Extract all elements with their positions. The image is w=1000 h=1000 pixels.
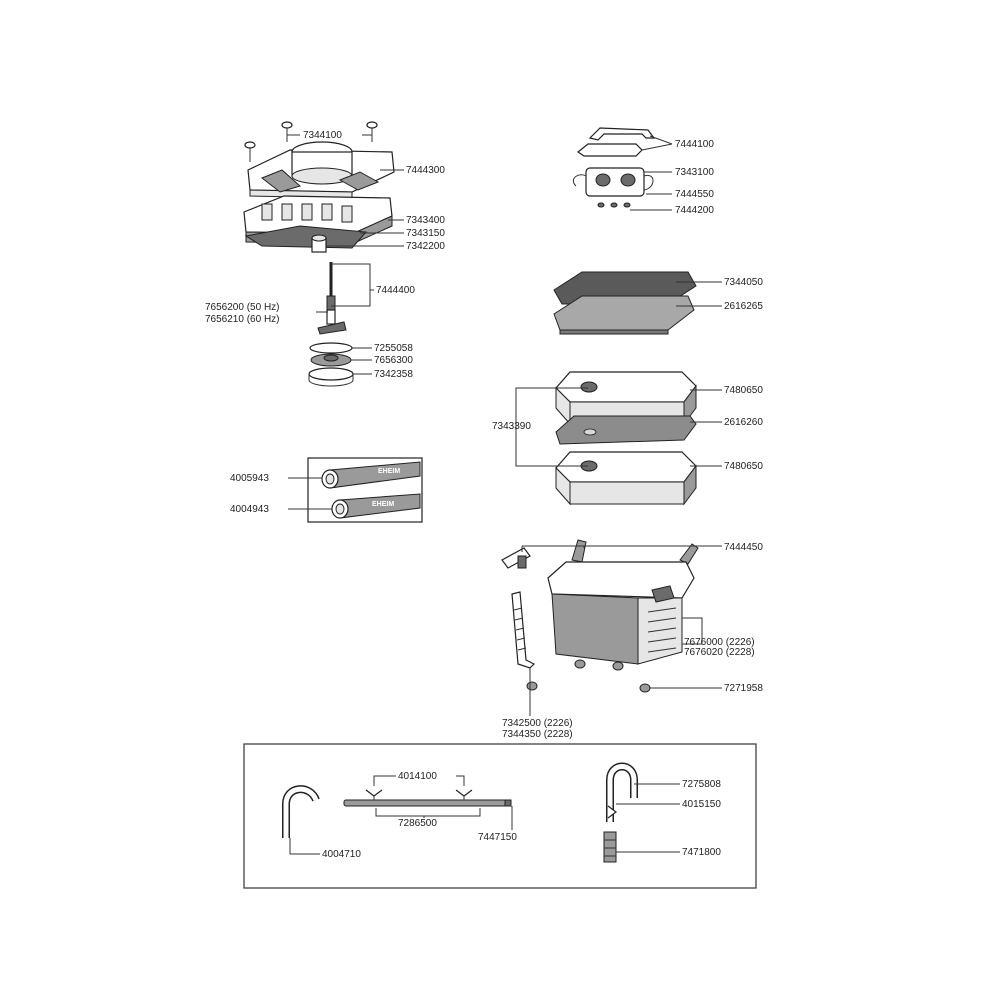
label-outlet-bend: 4004710 [322,849,361,860]
label-basket-pad: 2616260 [724,417,763,428]
label-handle-clips: 7444450 [724,542,763,553]
suction-cup-icon [365,789,473,800]
label-clips: 7444100 [675,139,714,150]
accessory-box: 4004710 4014100 7286500 7447150 [243,743,757,889]
label-feet: 7271958 [724,683,763,694]
label-gasket: 7343150 [406,228,445,239]
basket-lower-icon [555,451,697,506]
motor-top-icon [247,141,395,199]
valve-seal-icon [597,202,631,208]
label-suction-holder: 4015150 [682,799,721,810]
o-ring-icon [309,342,353,354]
label-filter-pad-fine: 2616265 [724,301,763,312]
label-bayonet-ring: 7342358 [374,369,413,380]
hose-box: EHEIM EHEIM [288,457,423,523]
label-hose-2: 4004943 [230,504,269,515]
label-canister-2228: 7676020 (2228) [684,647,755,658]
label-impeller-60hz: 7656210 (60 Hz) [205,314,280,325]
label-suction-cups: 4014100 [398,771,437,782]
clip-icon [576,127,656,157]
label-intake-2228: 7344350 (2228) [502,729,573,740]
label-o-ring: 7255058 [374,343,413,354]
valve-group [572,127,656,208]
label-intake-u-pipe: 7275808 [682,779,721,790]
gasket-icon [244,225,368,249]
label-intake-2226: 7342500 (2226) [502,718,573,729]
strainer-icon [603,831,617,863]
intake-u-pipe-icon [606,762,638,822]
filter-pads-group [553,271,722,335]
canister-group [501,539,722,716]
label-impeller-cover: 7656300 [374,355,413,366]
hose-brand-top: EHEIM [378,468,400,475]
label-intake-nozzle: 7342200 [406,241,445,252]
motor-head-group [243,121,395,387]
canister-icon [547,561,695,665]
outlet-bend-icon [282,785,320,855]
valve-body-icon [572,167,654,197]
intake-tube-icon [511,591,536,669]
foot-icon [526,659,651,693]
nozzle-icon [311,234,327,253]
label-valve-seals: 7444200 [675,205,714,216]
label-basket-upper: 7480650 [724,385,763,396]
label-basket-lower: 7480650 [724,461,763,472]
baskets-group [515,371,722,506]
valve-leader-lines [630,135,673,211]
label-basket-set: 7343390 [492,421,531,432]
left-leader-lines [287,134,404,375]
impeller-icon [317,309,347,335]
label-valve-assembly: 7444550 [675,189,714,200]
impeller-cover-icon [310,353,352,367]
hose-brand-bottom: EHEIM [372,501,394,508]
label-canister-2226: 7676000 (2226) [684,637,755,648]
basket-pad-icon [555,415,697,445]
accessory-leader-lines [373,775,513,830]
spray-bar-icon [343,799,512,807]
label-end-cap: 7447150 [478,832,517,843]
label-motor-housing: 7343400 [406,215,445,226]
label-motor-top: 7444300 [406,165,445,176]
label-impeller-shaft: 7444400 [376,285,415,296]
label-impeller-50hz: 7656200 (50 Hz) [205,302,280,313]
label-hose-1: 4005943 [230,473,269,484]
label-motor-screws: 7344100 [303,130,342,141]
label-filter-pad-coarse: 7344050 [724,277,763,288]
left-part-labels: 7344100 7444300 7343400 7343150 7342200 … [205,130,445,380]
label-spray-bar: 7286500 [398,818,437,829]
bayonet-ring-icon [308,367,354,387]
fine-pad-icon [553,295,695,335]
label-valve-body: 7343100 [675,167,714,178]
label-intake-strainer: 7471800 [682,847,721,858]
